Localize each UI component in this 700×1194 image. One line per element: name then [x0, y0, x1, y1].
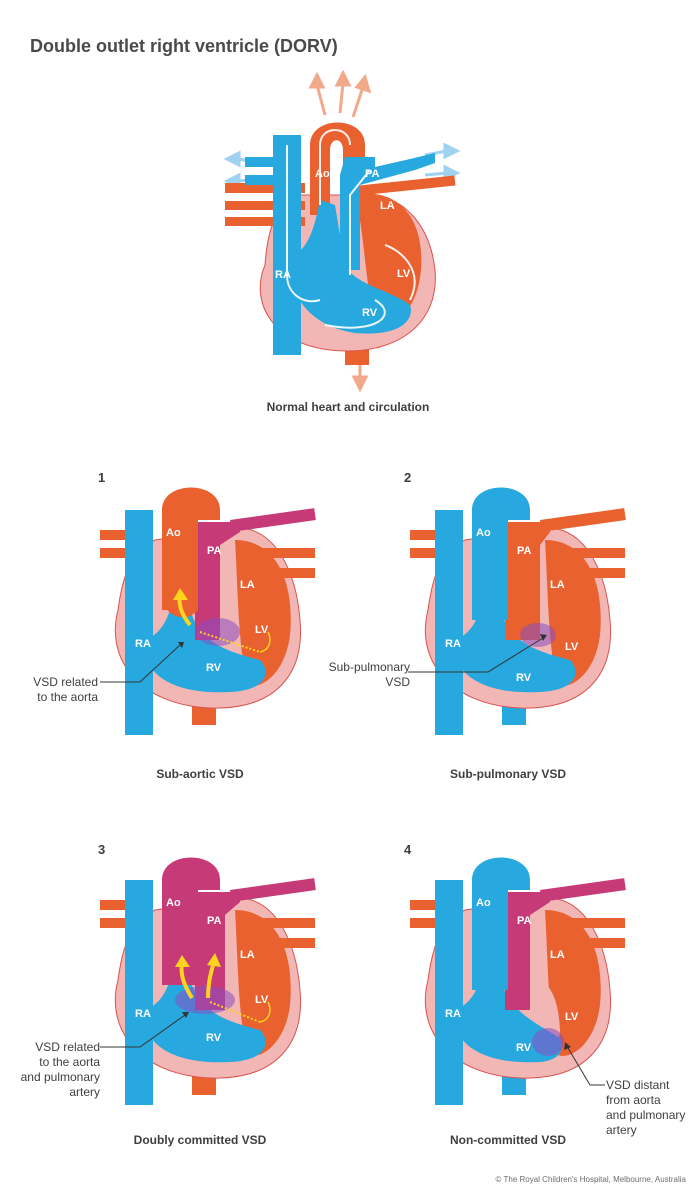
- panel-1-number: 1: [98, 470, 106, 485]
- p1-label-ao: Ao: [166, 527, 181, 539]
- panel-4-number: 4: [404, 842, 412, 857]
- panel-1-caption: Sub-aortic VSD: [156, 767, 244, 781]
- p2-label-la: LA: [550, 579, 565, 591]
- p2-label-ra: RA: [445, 638, 461, 650]
- normal-caption: Normal heart and circulation: [266, 400, 430, 414]
- label-ra: RA: [275, 269, 291, 281]
- p3-label-rv: RV: [206, 1032, 222, 1044]
- p4-label-pa: PA: [517, 915, 532, 927]
- credit: © The Royal Children's Hospital, Melbour…: [495, 1175, 686, 1184]
- p4-label-la: LA: [550, 949, 565, 961]
- label-rv: RV: [362, 307, 378, 319]
- p3-label-pa: PA: [207, 915, 222, 927]
- panel-4-heart: Ao PA LA LV RA RV: [410, 857, 626, 1105]
- panel-4-caption: Non-committed VSD: [449, 1133, 566, 1147]
- p3-label-ra: RA: [135, 1008, 151, 1020]
- p1-label-lv: LV: [255, 624, 269, 636]
- label-pa: PA: [365, 168, 380, 180]
- panel-3-heart: Ao PA LA LV RA RV: [100, 857, 316, 1105]
- p4-label-lv: LV: [565, 1011, 579, 1023]
- p4-label-ao: Ao: [476, 897, 491, 909]
- p4-label-ra: RA: [445, 1008, 461, 1020]
- panel-2-pointer: [408, 634, 547, 673]
- page-title: Double outlet right ventricle (DORV): [30, 36, 338, 56]
- p3-label-la: LA: [240, 949, 255, 961]
- label-la: LA: [380, 200, 395, 212]
- panel-1-pointer: [100, 642, 184, 683]
- p1-label-ra: RA: [135, 638, 151, 650]
- label-lv: LV: [397, 268, 411, 280]
- panel-3-number: 3: [98, 842, 106, 857]
- p3-label-lv: LV: [255, 994, 269, 1006]
- p3-label-ao: Ao: [166, 897, 181, 909]
- p1-label-pa: PA: [207, 545, 222, 557]
- panel-2-heart: Ao PA LA LV RA RV: [410, 487, 626, 735]
- label-ao: Ao: [315, 168, 330, 180]
- normal-heart-illustration: Ao PA LA LV RA RV: [223, 69, 461, 393]
- panel-3-caption: Doubly committed VSD: [133, 1133, 267, 1147]
- p2-label-pa: PA: [517, 545, 532, 557]
- p1-label-la: LA: [240, 579, 255, 591]
- p4-label-rv: RV: [516, 1042, 532, 1054]
- p2-label-lv: LV: [565, 641, 579, 653]
- panel-4-pointer: [564, 1042, 605, 1086]
- p2-label-rv: RV: [516, 672, 532, 684]
- panel-1-heart: Ao PA LA LV RA RV: [100, 487, 316, 735]
- panel-3-pointer: [100, 1012, 189, 1048]
- p2-label-ao: Ao: [476, 527, 491, 539]
- p1-label-rv: RV: [206, 662, 222, 674]
- panel-2-caption: Sub-pulmonary VSD: [449, 767, 566, 781]
- panel-2-number: 2: [404, 470, 412, 485]
